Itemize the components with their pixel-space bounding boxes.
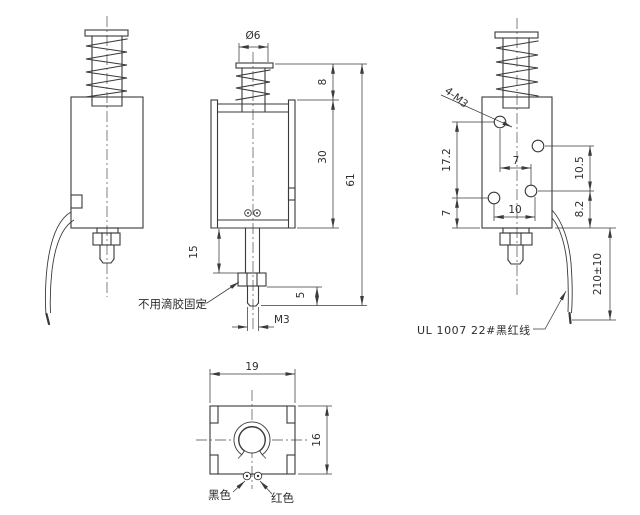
dim-plunger-diameter: Ø6 (246, 30, 261, 42)
hole-bottom-right (524, 184, 538, 198)
label-thread-size: M3 (274, 314, 290, 326)
spring (85, 38, 128, 98)
glue-note-callout: 不用滴胶固定 (138, 281, 240, 311)
bottom-view: 19 16 黑色 红色 (196, 361, 332, 505)
lead-wire-left (44, 211, 75, 326)
thread-callout: M3 (232, 307, 290, 331)
wire-color-callouts: 黑色 红色 (208, 480, 294, 505)
dim-hole-bottom-right: 8.2 (574, 201, 586, 218)
dim-wire-length-group: 210±10 (572, 228, 616, 321)
lead-wire-right (551, 209, 573, 325)
plunger-cap (235, 62, 274, 69)
terminal-pins (244, 209, 261, 217)
dim-hole-pitch: 7 10 (493, 129, 536, 221)
side-tab (287, 187, 296, 201)
bottom-stud (92, 227, 121, 264)
dim-shaft-length: 15 (188, 245, 200, 258)
dim-width-group: 19 (209, 361, 296, 403)
rear-view: 4-M3 17.2 7 7 10 (417, 18, 616, 337)
dim-base-width: 19 (245, 361, 258, 373)
dim-hole-offset-v: 17.2 (441, 148, 453, 171)
dim-hole-bottom-offset: 7 (441, 210, 453, 217)
dim-right-stack: 10.5 8.2 (538, 145, 616, 229)
wire-spec-callout: UL 1007 22#黑红线 (417, 290, 567, 337)
dim-left-stack: 17.2 7 (441, 121, 494, 229)
dim-body-height: 30 (317, 150, 329, 163)
dim-thread-group: 5 (267, 286, 322, 306)
plunger-cap (84, 29, 129, 37)
hole-bottom-left (487, 191, 501, 205)
dim-shaft-group: 15 (188, 229, 240, 274)
note-wire-spec: UL 1007 22#黑红线 (417, 323, 531, 337)
bare-wire-tip (45, 312, 51, 326)
dim-overall-height: 61 (345, 173, 357, 186)
bottom-stud (499, 227, 533, 265)
dim-hole-pitch-x2: 10 (508, 204, 521, 216)
plunger-cap (494, 31, 539, 39)
dim-stack-right: 8 30 61 (261, 63, 367, 306)
shaft-and-stud (237, 227, 267, 307)
dim-wire-length: 210±10 (592, 253, 604, 295)
front-view: Ø6 8 30 61 15 5 (138, 30, 367, 332)
dim-plunger-diameter-group: Ø6 (238, 30, 269, 62)
spring (235, 69, 271, 101)
left-side-view (44, 16, 144, 326)
frame-body (210, 99, 296, 229)
base-outline (209, 405, 296, 475)
dim-hole-pitch-x: 7 (513, 155, 520, 167)
label-red-wire: 红色 (271, 491, 294, 505)
dim-depth-group: 16 (298, 405, 332, 475)
dim-spring-exposed: 8 (317, 79, 329, 86)
dim-base-depth: 16 (311, 433, 323, 447)
hole-right-upper (531, 139, 545, 153)
label-black-wire: 黑色 (208, 488, 231, 502)
spring (495, 40, 539, 97)
side-grooves (209, 405, 296, 475)
plunger-hole (238, 426, 266, 454)
dim-hole-offset-right: 10.5 (574, 156, 586, 179)
side-tab (70, 194, 83, 209)
bare-wire-tip (568, 311, 572, 325)
dim-thread-length: 5 (295, 292, 307, 299)
note-no-glue: 不用滴胶固定 (138, 297, 207, 311)
terminal-pins (242, 471, 263, 481)
